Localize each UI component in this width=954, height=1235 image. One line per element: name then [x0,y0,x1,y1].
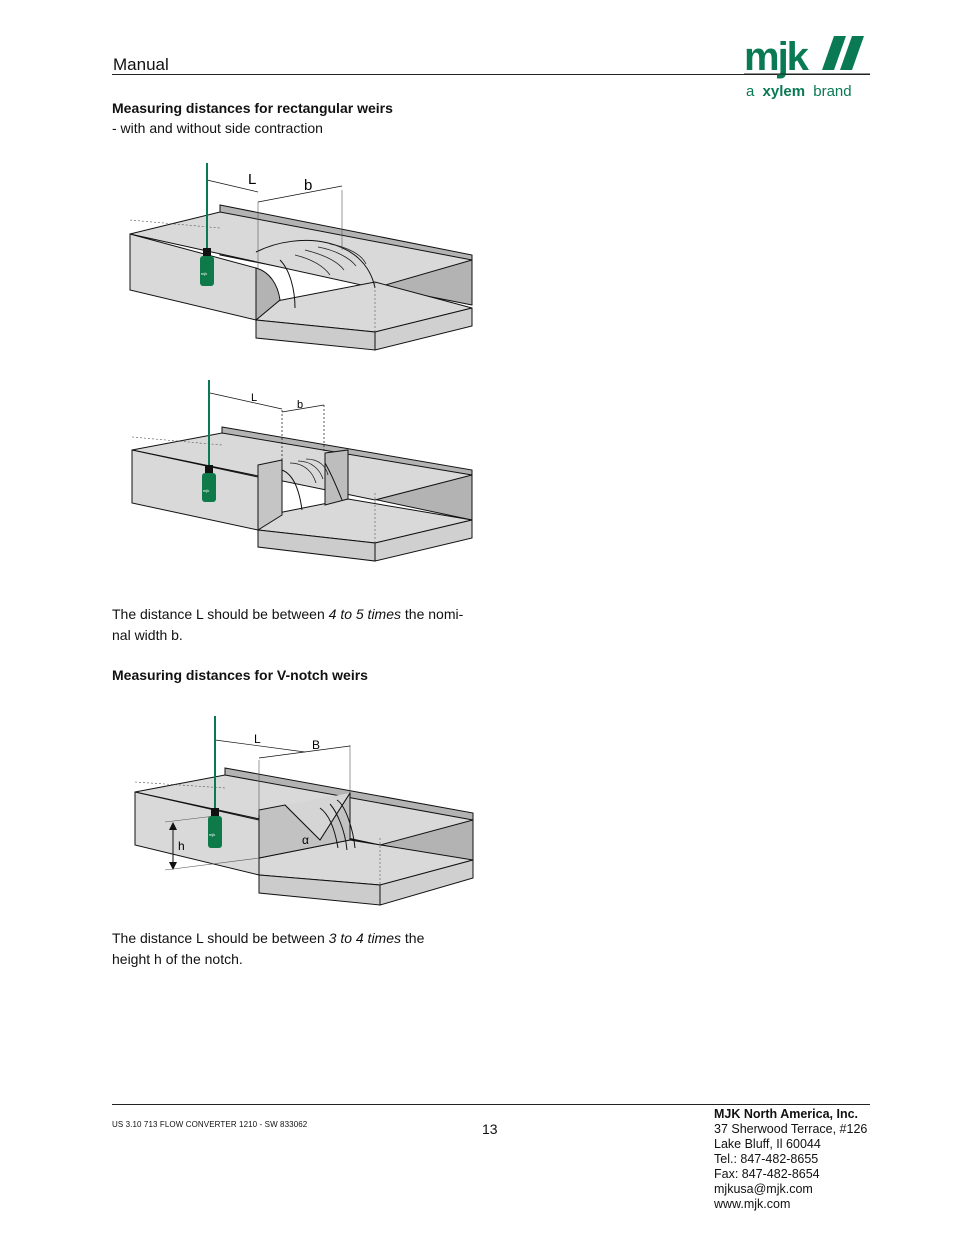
section-heading-vnotch: Measuring distances for V-notch weirs [112,667,368,683]
phone: Tel.: 847-482-8655 [714,1152,819,1166]
label-L: L [248,171,256,188]
label-L: L [254,732,261,746]
note-text: The distance L should be between [112,930,329,946]
header-divider [112,74,870,75]
document-code: US 3.10 713 FLOW CONVERTER 1210 - SW 833… [112,1120,308,1129]
address-line-2: Lake Bluff, Il 60044 [714,1137,821,1151]
address-line-1: 37 Sherwood Terrace, #126 [714,1122,868,1136]
logo-tagline-brand: brand [813,83,851,100]
logo-slash-icon [822,36,846,70]
sensor-label: mjk [209,832,215,837]
note-text: The distance L should be between [112,606,329,622]
note-text: height h of the notch. [112,951,243,967]
email: mjkusa@mjk.com [714,1182,813,1196]
sensor-label: mjk [201,271,207,276]
logo-wordmark: mjk [744,35,810,79]
logo-tagline-xylem: xylem [763,83,806,100]
note-emphasis: 4 to 5 times [328,606,402,622]
svg-text:a xylem brand: a xylem brand [746,83,852,100]
footer-divider [112,1104,870,1105]
note-text: the [401,930,425,946]
level-sensor-icon [202,473,216,502]
sensor-head [203,248,211,256]
contact-block: MJK North America, Inc. 37 Sherwood Terr… [714,1107,867,1212]
arrow-up-icon [169,822,177,830]
company-name: MJK North America, Inc. [714,1107,859,1121]
label-B: B [312,738,320,752]
note-emphasis: 3 to 4 times [328,930,402,946]
label-alpha: α [302,833,309,847]
page-number: 13 [482,1121,498,1137]
figure-rectangular-weir-full: L b mjk [129,163,473,351]
fax: Fax: 847-482-8654 [714,1167,820,1181]
label-b: b [297,399,303,411]
label-b: b [304,177,312,194]
mjk-logo: mjk a xylem brand [744,35,870,100]
page-title: Manual [113,55,169,74]
note-text: the nomi- [401,606,464,622]
section-subheading-rectangular: - with and without side contraction [112,120,323,136]
section-heading-rectangular: Measuring distances for rectangular weir… [112,100,393,116]
arrow-down-icon [169,862,177,870]
level-sensor-icon [200,256,214,286]
sensor-head [211,808,219,816]
figure-rectangular-weir-contracted: L b mjk [131,380,473,562]
website: www.mjk.com [714,1197,791,1211]
logo-slash-icon [840,36,864,70]
sensor-head [205,465,213,473]
logo-tagline-a: a [746,83,755,100]
note-text: nal width b. [112,627,183,643]
level-sensor-icon [208,816,222,848]
vnotch-weir-note: The distance L should be between 3 to 4 … [112,928,492,970]
figure-vnotch-weir: L B h α mjk [134,716,474,906]
sensor-label: mjk [203,488,209,493]
label-h: h [178,839,185,853]
rectangular-weir-note: The distance L should be between 4 to 5 … [112,604,492,646]
label-L: L [251,392,257,404]
